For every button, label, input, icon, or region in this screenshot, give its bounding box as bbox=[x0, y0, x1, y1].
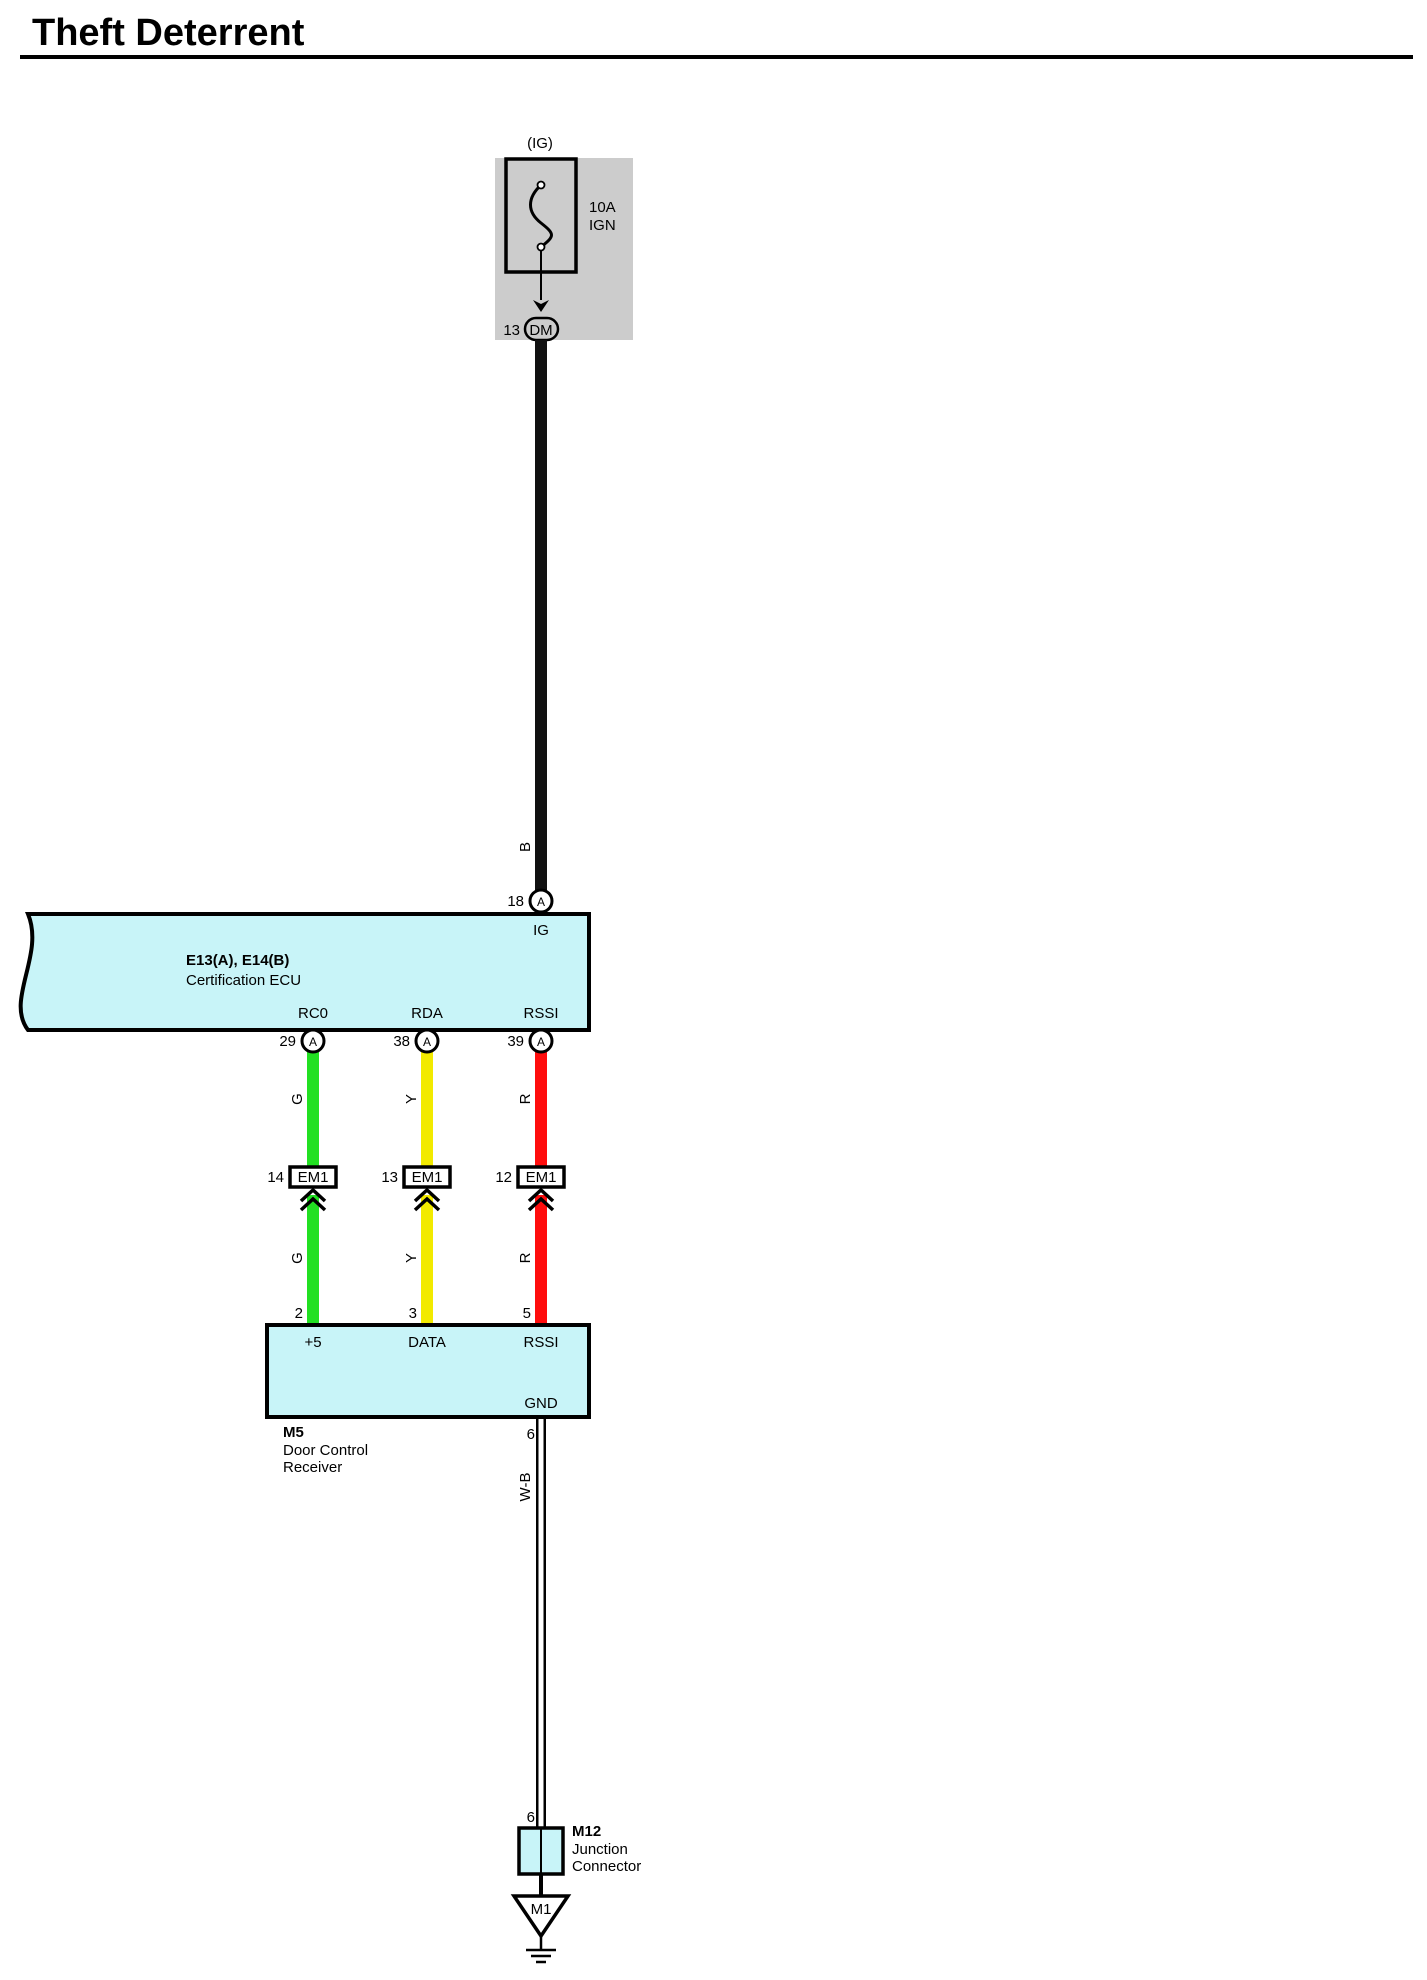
wire-rda-upper-color-code: Y bbox=[403, 1094, 420, 1104]
wire-rc0-lower-color-code: G bbox=[289, 1252, 306, 1264]
ecu-pin-rc0-num: 29 bbox=[279, 1033, 296, 1050]
ecu-pin-rc0-label: RC0 bbox=[298, 1005, 328, 1022]
receiver-body bbox=[265, 1323, 591, 1419]
receiver-pin-p5v-num: 2 bbox=[295, 1305, 303, 1322]
ecu-pin-rssi-label: RSSI bbox=[523, 1005, 558, 1022]
fuse-block: (IG) 10A IGN DM 13 bbox=[495, 135, 633, 342]
inline-connector-pin: 12 bbox=[495, 1169, 512, 1186]
junction-pin: 6 bbox=[527, 1809, 535, 1826]
receiver-code: M5 bbox=[283, 1424, 304, 1441]
ecu-pin-ig-connector: A bbox=[537, 895, 545, 909]
inline-connector-code: EM1 bbox=[526, 1169, 557, 1186]
junction-name-line2: Connector bbox=[572, 1858, 641, 1875]
ecu-codes: E13(A), E14(B) bbox=[186, 952, 289, 969]
inline-connector-em1-rda: EM1 13 bbox=[381, 1165, 452, 1212]
wire-rssi-lower-color-code: R bbox=[517, 1252, 534, 1263]
fuse-source-label: (IG) bbox=[527, 135, 553, 152]
page-title: Theft Deterrent bbox=[32, 12, 305, 54]
fuse-name: IGN bbox=[589, 217, 616, 234]
double-chevron-up-icon bbox=[527, 1187, 555, 1212]
double-chevron-up-icon bbox=[413, 1187, 441, 1212]
ecu-pin-rssi: A 39 bbox=[507, 1028, 554, 1054]
ecu-name: Certification ECU bbox=[186, 972, 301, 989]
ecu-pin-ig-num: 18 bbox=[507, 893, 524, 910]
inline-connector-box bbox=[288, 1165, 338, 1189]
certification-ecu: E13(A), E14(B) Certification ECU IG RC0 … bbox=[18, 912, 591, 1032]
ecu-pin-rssi-marker bbox=[528, 1028, 554, 1054]
ecu-pin-rssi-connector: A bbox=[537, 1035, 545, 1049]
ecu-pin-rc0-marker bbox=[300, 1028, 326, 1054]
fuse-output-pin: 13 bbox=[503, 322, 520, 339]
ecu-pin-rda-connector: A bbox=[423, 1035, 431, 1049]
receiver-pin-rssi-label: RSSI bbox=[523, 1334, 558, 1351]
fuse-terminal-top bbox=[536, 180, 546, 190]
inline-connector-pin: 13 bbox=[381, 1169, 398, 1186]
fuse-element-icon bbox=[529, 183, 553, 249]
inline-connector-box bbox=[516, 1165, 566, 1189]
ecu-pin-ig-label: IG bbox=[533, 922, 549, 939]
wire-ign-color-code: B bbox=[517, 842, 534, 852]
receiver-name-line1: Door Control bbox=[283, 1442, 368, 1459]
fuse-terminal-bottom bbox=[536, 242, 546, 252]
ground-code: M1 bbox=[531, 1901, 552, 1918]
ecu-pin-rc0: A 29 bbox=[279, 1028, 326, 1054]
ecu-pin-rda: A 38 bbox=[393, 1028, 440, 1054]
ecu-pin-rssi-num: 39 bbox=[507, 1033, 524, 1050]
receiver-pin-rssi-num: 5 bbox=[523, 1305, 531, 1322]
ground-triangle bbox=[510, 1894, 572, 1940]
fuse-output-arrow-icon bbox=[533, 300, 549, 312]
wire-rssi-upper-color-code: R bbox=[517, 1093, 534, 1104]
inline-connector-em1-rc0: EM1 14 bbox=[267, 1165, 338, 1212]
fuse-block-shading bbox=[495, 158, 633, 340]
inline-connector-code: EM1 bbox=[412, 1169, 443, 1186]
wire-rda-lower-color-code: Y bbox=[403, 1253, 420, 1263]
wire-gnd-color-code: W-B bbox=[517, 1473, 534, 1502]
junction-name-line1: Junction bbox=[572, 1841, 628, 1858]
ecu-pin-rc0-connector: A bbox=[309, 1035, 317, 1049]
ecu-pin-rda-num: 38 bbox=[393, 1033, 410, 1050]
ecu-body bbox=[18, 912, 591, 1032]
ecu-pin-rda-label: RDA bbox=[411, 1005, 443, 1022]
inline-connector-em1-rssi: EM1 12 bbox=[495, 1165, 566, 1212]
fuse-rating: 10A bbox=[589, 199, 616, 216]
ecu-pin-ig-marker bbox=[528, 888, 554, 914]
receiver-pin-data-num: 3 bbox=[409, 1305, 417, 1322]
inline-connector-code: EM1 bbox=[298, 1169, 329, 1186]
receiver-pin-gnd-num: 6 bbox=[527, 1426, 535, 1443]
ground-point: M1 bbox=[510, 1874, 572, 1964]
door-control-receiver: 2 3 5 +5 DATA RSSI GND M5 Door Control R… bbox=[265, 1305, 591, 1476]
wire-rc0-upper-color-code: G bbox=[289, 1093, 306, 1105]
double-chevron-up-icon bbox=[299, 1187, 327, 1212]
receiver-pin-gnd-label: GND bbox=[524, 1395, 558, 1412]
ecu-pin-rda-marker bbox=[414, 1028, 440, 1054]
fuse-output-connector-code: DM bbox=[529, 322, 552, 339]
receiver-pin-data-label: DATA bbox=[408, 1334, 446, 1351]
receiver-name-line2: Receiver bbox=[283, 1459, 342, 1476]
inline-connector-box bbox=[402, 1165, 452, 1189]
junction-code: M12 bbox=[572, 1823, 601, 1840]
receiver-pin-p5v-label: +5 bbox=[304, 1334, 321, 1351]
junction-connector: 6 M12 Junction Connector bbox=[517, 1809, 641, 1876]
inline-connector-pin: 14 bbox=[267, 1169, 284, 1186]
